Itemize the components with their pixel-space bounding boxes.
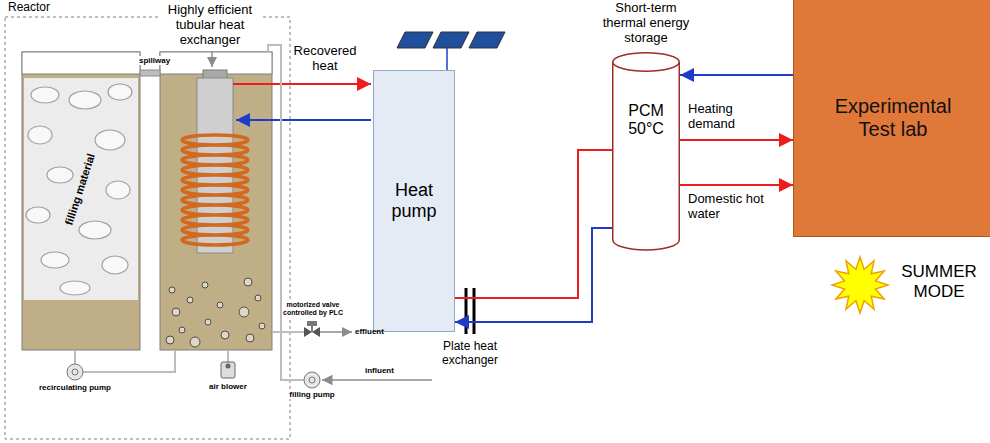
reactor-top	[22, 52, 140, 74]
recirculation-pipe	[75, 350, 175, 372]
reactor-tank	[160, 52, 272, 350]
pipe-connector	[680, 139, 793, 141]
solar-panel	[469, 32, 505, 48]
filling-pieces	[26, 84, 132, 295]
part-label: spillway	[139, 56, 170, 65]
pipe-connector	[455, 228, 612, 322]
solar-panel	[397, 32, 433, 48]
node-text: Heat pump	[378, 180, 450, 221]
air-pipe	[227, 350, 229, 362]
flow-label: Recovered heat	[290, 44, 360, 74]
pump-symbol	[72, 369, 78, 375]
blower-symbol	[221, 362, 235, 378]
part-label: filling pump	[282, 390, 342, 399]
flow-label: effluent	[355, 327, 384, 336]
pipe-connector	[680, 184, 793, 186]
flow-label: Domestic hot water	[686, 192, 780, 222]
solar-panel	[433, 32, 469, 48]
plate-exchanger-symbol	[466, 288, 474, 334]
effluent-arrow	[320, 331, 352, 333]
pipe-connector	[680, 74, 793, 76]
air-bubbles	[166, 278, 265, 347]
part-label: recirculating pump	[30, 383, 120, 392]
test-lab-box: Experimental Test lab	[793, 0, 990, 237]
storage-cylinder: PCM 50°C	[612, 52, 680, 250]
part-label: motorized valve controlled by PLC	[282, 301, 344, 317]
node-text: PCM 50°C	[616, 102, 676, 139]
part-label: Highly efficient tubular heat exchanger	[160, 3, 260, 48]
effluent-pipe	[272, 331, 304, 333]
spillway-pipe	[140, 70, 160, 76]
valve-stem	[311, 326, 313, 332]
cylinder-top	[613, 53, 680, 72]
valve-symbol	[304, 327, 312, 337]
flow-label: influent	[365, 366, 394, 375]
heat-pump-box: Heat pump	[373, 70, 455, 332]
filling-pipe	[268, 45, 304, 380]
part-label: air blower	[198, 382, 258, 391]
blower-symbol	[226, 364, 231, 369]
pump-symbol	[304, 372, 320, 388]
panel-wire	[446, 48, 448, 70]
hot-pipe	[233, 83, 371, 85]
exchanger-coil	[182, 135, 248, 245]
valve-actuator	[307, 321, 317, 326]
pump-symbol	[309, 377, 315, 383]
valve-symbol	[312, 327, 320, 337]
region-title: Reactor	[8, 1, 50, 15]
part-label: Short-term thermal energy storage	[596, 1, 696, 46]
flow-label: Heating demand	[686, 102, 760, 132]
influent-arrow	[322, 379, 432, 381]
pipe-connector	[455, 150, 612, 298]
node-text: Experimental Test lab	[828, 95, 958, 141]
leader-line	[211, 52, 213, 67]
sun-symbol	[832, 257, 888, 313]
part-label: Plate heat exchanger	[420, 340, 520, 368]
pump-symbol	[67, 364, 83, 380]
cylinder-outline	[612, 52, 680, 250]
reactor-frame	[5, 17, 290, 439]
mode-label: SUMMER MODE	[895, 262, 983, 301]
cold-pipe	[236, 119, 371, 121]
reactor-tank	[22, 52, 140, 350]
cylinder-body	[613, 62, 680, 250]
filling-bed	[24, 78, 138, 300]
